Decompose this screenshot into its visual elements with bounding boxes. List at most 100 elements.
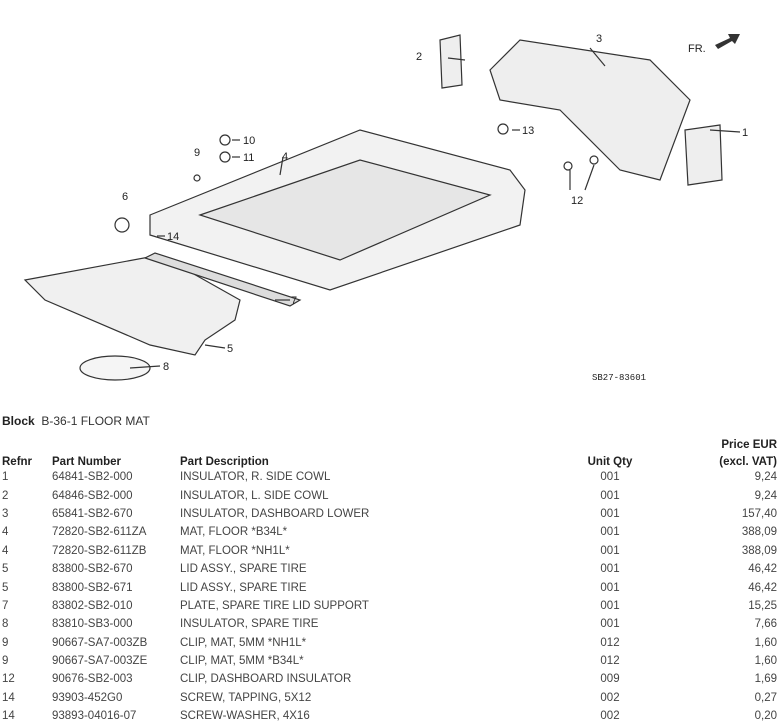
refnr-cell: 4 — [2, 526, 9, 539]
svg-text:9: 9 — [194, 147, 200, 159]
refnr-cell: 5 — [2, 563, 9, 576]
price-cell: 157,40 — [741, 507, 777, 520]
price-cell: 1,60 — [754, 655, 777, 668]
parts-table: Price EUR Refnr Part Number Part Descrip… — [0, 434, 780, 725]
price-cell: 1,60 — [754, 636, 777, 649]
refnr-cell: 14 — [2, 691, 15, 704]
side-cowl-r-shape — [684, 124, 723, 186]
part-number-cell: 83800-SB2-671 — [52, 581, 133, 594]
table-row: 5 83800-SB2-671 LID ASSY., SPARE TIRE 001 46… — [0, 578, 780, 596]
price-cell: 1,69 — [754, 673, 777, 686]
qty-cell: 001 — [600, 599, 620, 612]
part-number-cell: 83802-SB2-010 — [52, 599, 133, 612]
side-cowl-l-shape — [439, 34, 463, 89]
description-cell: LID ASSY., SPARE TIRE — [180, 581, 307, 594]
table-row: 3 65841-SB2-670 INSULATOR, DASHBOARD LOWER… — [0, 505, 780, 523]
qty-cell: 001 — [600, 471, 620, 484]
part-number-cell: 72820-SB2-611ZA — [52, 526, 147, 539]
svg-text:5: 5 — [227, 343, 233, 355]
svg-text:10: 10 — [243, 135, 255, 147]
qty-cell: 001 — [600, 507, 620, 520]
svg-text:7: 7 — [291, 295, 297, 307]
table-row: 12 90676-SB2-003 CLIP, DASHBOARD INSULATOR… — [0, 670, 780, 688]
block-label: Block — [2, 414, 35, 428]
parts-diagram: FR. 1 2 3 4 5 6 7 8 9 10 11 12 13 14 SB2… — [23, 33, 748, 383]
qty-cell: 001 — [600, 526, 620, 539]
price-cell: 9,24 — [754, 489, 777, 502]
part-number-cell: 90667-SA7-003ZE — [52, 655, 148, 668]
description-cell: MAT, FLOOR *B34L* — [180, 526, 288, 539]
refnr-cell: 4 — [2, 544, 9, 557]
svg-text:6: 6 — [122, 191, 128, 203]
svg-text:3: 3 — [596, 33, 602, 45]
part-number-cell: 93893-04016-07 — [52, 710, 137, 723]
price-cell: 46,42 — [748, 563, 777, 576]
part-number-header: Part Number — [52, 456, 122, 468]
refnr-cell: 9 — [2, 636, 9, 649]
description-cell: INSULATOR, R. SIDE COWL — [180, 471, 331, 484]
part-number-cell: 83810-SB3-000 — [52, 618, 133, 631]
table-row: 5 83800-SB2-670 LID ASSY., SPARE TIRE 001 46… — [0, 560, 780, 578]
qty-cell: 002 — [600, 691, 620, 704]
part-number-cell: 65841-SB2-670 — [52, 507, 133, 520]
price-cell: 7,66 — [754, 618, 777, 631]
refnr-header: Refnr — [2, 456, 33, 468]
dashboard-insulator-shape — [489, 39, 691, 181]
svg-text:11: 11 — [243, 152, 254, 164]
qty-cell: 012 — [600, 655, 620, 668]
refnr-cell: 12 — [2, 673, 15, 686]
description-cell: INSULATOR, SPARE TIRE — [180, 618, 319, 631]
qty-cell: 001 — [600, 618, 620, 631]
description-cell: CLIP, MAT, 5MM *B34L* — [180, 655, 304, 668]
description-cell: SCREW-WASHER, 4X16 — [180, 710, 310, 723]
table-row: 7 83802-SB2-010 PLATE, SPARE TIRE LID SUPP… — [0, 597, 780, 615]
qty-cell: 001 — [600, 563, 620, 576]
price-cell: 0,27 — [754, 691, 777, 704]
svg-text:SB27-83601: SB27-83601 — [592, 373, 646, 383]
description-cell: INSULATOR, DASHBOARD LOWER — [180, 507, 370, 520]
svg-text:14: 14 — [167, 231, 179, 243]
part-number-cell: 90667-SA7-003ZB — [52, 636, 148, 649]
description-cell: INSULATOR, L. SIDE COWL — [180, 489, 329, 502]
refnr-cell: 3 — [2, 507, 9, 520]
part-number-cell: 72820-SB2-611ZB — [52, 544, 147, 557]
qty-header: Unit Qty — [587, 456, 633, 468]
refnr-cell: 2 — [2, 489, 9, 502]
qty-cell: 001 — [600, 544, 620, 557]
price-cell: 9,24 — [754, 471, 777, 484]
svg-text:2: 2 — [416, 51, 422, 63]
refnr-cell: 1 — [2, 471, 9, 484]
svg-text:FR.: FR. — [688, 43, 706, 55]
table-row: 9 90667-SA7-003ZE CLIP, MAT, 5MM *B34L* 012… — [0, 652, 780, 670]
description-cell: LID ASSY., SPARE TIRE — [180, 563, 307, 576]
svg-text:4: 4 — [282, 151, 288, 163]
part-number-cell: 93903-452G0 — [52, 691, 123, 704]
front-arrow-icon: FR. — [688, 34, 740, 55]
description-header: Part Description — [180, 456, 269, 468]
price-cell: 46,42 — [748, 581, 777, 594]
part-number-cell: 83800-SB2-670 — [52, 563, 133, 576]
refnr-cell: 9 — [2, 655, 9, 668]
svg-text:1: 1 — [742, 127, 748, 139]
price-header-line1: Price EUR — [721, 439, 777, 451]
table-row: 14 93903-452G0 SCREW, TAPPING, 5X12 002 0,27 — [0, 689, 780, 707]
price-cell: 15,25 — [748, 599, 777, 612]
qty-cell: 012 — [600, 636, 620, 649]
refnr-cell: 5 — [2, 581, 9, 594]
block-value: B-36-1 FLOOR MAT — [41, 414, 150, 428]
description-cell: SCREW, TAPPING, 5X12 — [180, 691, 312, 704]
qty-cell: 001 — [600, 489, 620, 502]
qty-cell: 001 — [600, 581, 620, 594]
price-cell: 0,20 — [754, 710, 777, 723]
part-number-cell: 90676-SB2-003 — [52, 673, 133, 686]
description-cell: CLIP, DASHBOARD INSULATOR — [180, 673, 352, 686]
qty-cell: 009 — [600, 673, 620, 686]
description-cell: PLATE, SPARE TIRE LID SUPPORT — [180, 599, 369, 612]
refnr-cell: 7 — [2, 599, 9, 612]
price-cell: 388,09 — [741, 544, 777, 557]
